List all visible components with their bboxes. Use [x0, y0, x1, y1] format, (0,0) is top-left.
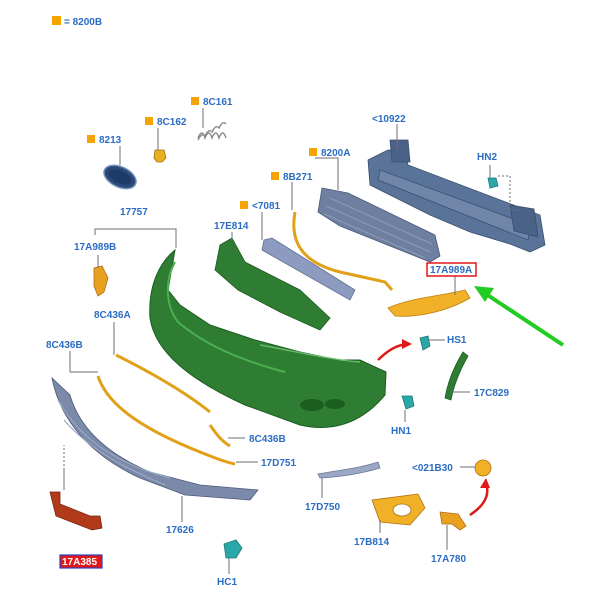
label-17B814: 17B814: [354, 537, 389, 548]
moulding-part-8C436B-right: [208, 424, 231, 448]
strip-part-17D750: [317, 461, 381, 479]
bracket-part-HN2: [487, 177, 499, 189]
upper-bracket-17E814: [214, 237, 331, 331]
strip-part-17C829: [444, 351, 469, 401]
label-8C436B-left: 8C436B: [46, 340, 83, 351]
bracket-part-17A385: [49, 491, 103, 531]
label-8C162: 8C162: [157, 117, 187, 128]
bezel-part-17B814: [371, 493, 426, 526]
part-markers: [87, 97, 317, 209]
label-7081: <7081: [252, 201, 281, 212]
legend-swatch: [52, 16, 61, 25]
label-HC1: HC1: [217, 577, 237, 588]
leader-lines: [63, 108, 520, 574]
bracket-part-17A780: [439, 511, 467, 531]
clip-part-HS1: [419, 335, 431, 351]
label-17A780: 17A780: [431, 554, 466, 565]
label-17A385: 17A385: [62, 557, 97, 568]
label-8C436B-right: 8C436B: [249, 434, 286, 445]
label-17E814: 17E814: [214, 221, 249, 232]
marker-8B271: [271, 172, 279, 180]
label-8B271: 8B271: [283, 172, 313, 183]
red-arrow-021b30: [469, 478, 490, 517]
marker-8200A: [309, 148, 317, 156]
cap-part-021B30: [474, 459, 492, 477]
bracket-part-17A989B: [93, 265, 109, 297]
label-17757: 17757: [120, 207, 148, 218]
label-HN1: HN1: [391, 426, 411, 437]
reinforcement-beam-10922: [367, 139, 546, 253]
panel-part-7081: [261, 237, 356, 301]
label-8213: 8213: [99, 135, 122, 146]
marker-7081: [240, 201, 248, 209]
red-arrow-hs1: [377, 339, 412, 361]
callout-box-17A989A: [426, 262, 477, 277]
lower-grille-17626: [51, 376, 259, 501]
marker-8C162: [145, 117, 153, 125]
legend-text: = 8200B: [64, 17, 102, 28]
moulding-part-8C436A: [115, 353, 211, 414]
moulding-part-8C436B-left: [96, 375, 236, 466]
clip-part-8C162: [153, 149, 167, 163]
emblem-part-8213: [103, 164, 137, 190]
label-021B30: <021B30: [412, 463, 453, 474]
label-17A989A: 17A989A: [430, 265, 472, 276]
label-10922: <10922: [372, 114, 406, 125]
grille-part-8200A: [317, 187, 441, 263]
label-HS1: HS1: [447, 335, 467, 346]
spring-part-8C161: [197, 121, 227, 141]
bracket-part-HN1: [401, 395, 415, 410]
label-17C829: 17C829: [474, 388, 509, 399]
label-17D750: 17D750: [305, 502, 340, 513]
label-8C161: 8C161: [203, 97, 233, 108]
label-8C436A: 8C436A: [94, 310, 131, 321]
label-8200A: 8200A: [321, 148, 350, 159]
bumper-cover-17757: [149, 248, 387, 428]
label-17A989B: 17A989B: [74, 242, 116, 253]
marker-8213: [87, 135, 95, 143]
label-17626: 17626: [166, 525, 194, 536]
clip-part-HC1: [223, 539, 243, 559]
label-HN2: HN2: [477, 152, 497, 163]
green-pointer-arrow: [474, 286, 565, 347]
label-17D751: 17D751: [261, 458, 296, 469]
highlight-17A385: [59, 554, 103, 569]
marker-8C161: [191, 97, 199, 105]
bezel-part-17A989A: [387, 289, 471, 317]
trim-strip-8B271: [292, 211, 394, 291]
